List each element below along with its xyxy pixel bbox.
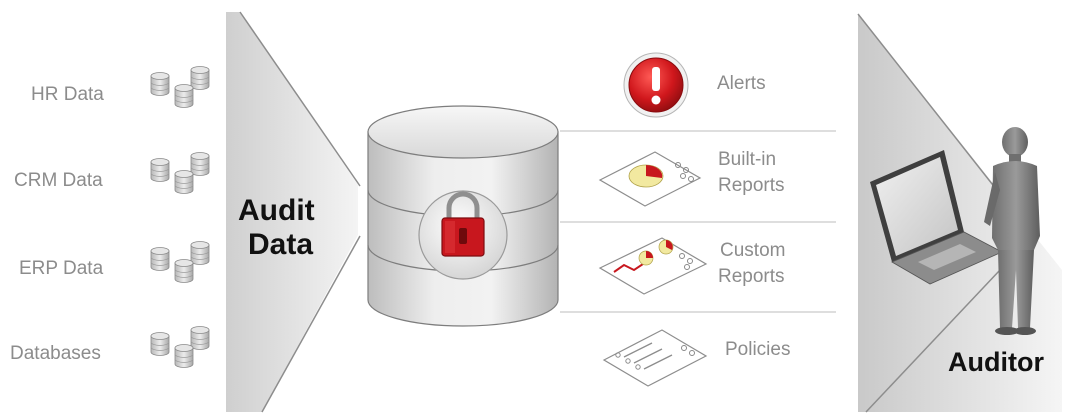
source-label-databases: Databases	[10, 343, 101, 364]
policy-document-icon	[602, 329, 708, 387]
database-cluster-icon	[150, 326, 210, 368]
output-label-builtin-line1: Built-in	[718, 149, 777, 170]
output-label-custom-line2: Reports	[718, 266, 785, 287]
padlock-database-icon	[418, 190, 508, 280]
audit-data-label-line1: Audit	[238, 194, 315, 227]
audit-data-label-line2: Data	[248, 228, 314, 261]
custom-report-icon	[598, 237, 708, 295]
person-laptop-icon	[870, 127, 1040, 335]
left-funnel-panel	[226, 12, 358, 412]
output-label-alerts: Alerts	[717, 73, 766, 94]
output-label-custom-line1: Custom	[720, 240, 786, 261]
database-cluster-icon	[150, 152, 210, 194]
alert-icon	[623, 52, 689, 118]
auditor-label: Auditor	[948, 347, 1044, 377]
source-label-crm: CRM Data	[14, 170, 103, 191]
output-label-policies: Policies	[725, 339, 791, 360]
output-separators	[560, 130, 836, 313]
report-chart-icon	[598, 151, 702, 207]
source-label-erp: ERP Data	[19, 258, 104, 279]
database-cluster-icon	[150, 66, 210, 108]
database-cluster-icon	[150, 241, 210, 283]
output-label-builtin-line2: Reports	[718, 175, 785, 196]
source-label-hr: HR Data	[31, 84, 104, 105]
